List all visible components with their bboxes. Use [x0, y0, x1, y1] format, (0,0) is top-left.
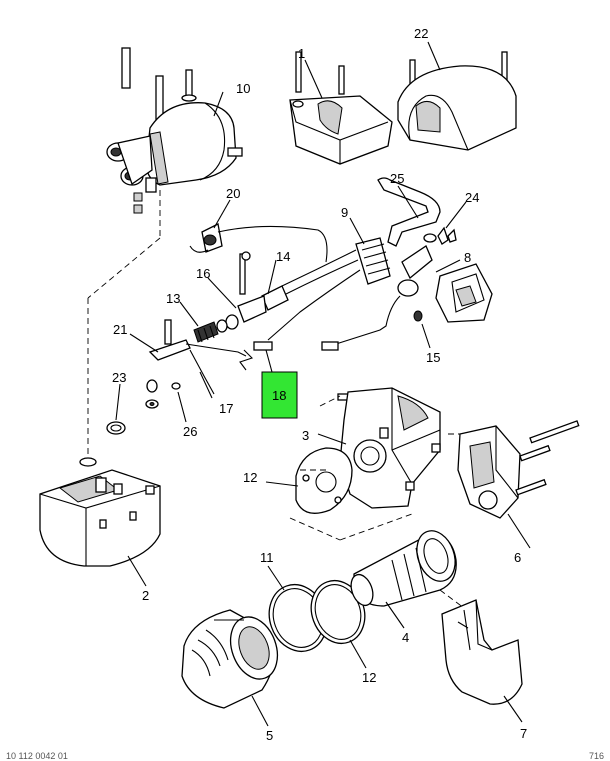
callout-26: 26: [183, 424, 197, 439]
part-23-26-hardware[interactable]: [106, 379, 181, 435]
part-15-14-harness[interactable]: [216, 285, 289, 333]
part-10-motor[interactable]: [106, 47, 243, 214]
callout-14: 16: [196, 266, 210, 281]
callout-20: 20: [226, 186, 240, 201]
part-16-spring[interactable]: [193, 321, 219, 343]
part-9-plug[interactable]: [267, 237, 391, 341]
callout-2: 2: [142, 588, 149, 603]
footer-page-number: 716: [588, 751, 604, 761]
part-7-cover[interactable]: [441, 599, 523, 705]
callout-3: 3: [302, 428, 309, 443]
callout-15: 14: [276, 249, 290, 264]
highlight-part-18[interactable]: [261, 371, 298, 419]
part-12-gasket-upper[interactable]: [295, 447, 353, 514]
footer-drawing-id: 10 112 0042 01: [6, 751, 68, 761]
callout-5: 5: [266, 728, 273, 743]
callout-4: 4: [402, 630, 409, 645]
part-24-clips[interactable]: [423, 226, 457, 245]
callout-12-upper: 12: [243, 470, 257, 485]
callout-11: 11: [260, 550, 274, 565]
callout-9: 9: [341, 205, 348, 220]
callout-18: 18: [272, 388, 286, 403]
callout-8: 8: [464, 250, 471, 265]
part-5-burner[interactable]: [181, 609, 286, 709]
part-25-tube[interactable]: [377, 177, 441, 247]
part-22-cover[interactable]: [397, 51, 517, 151]
callout-21: 21: [113, 322, 127, 337]
callout-6: 6: [514, 550, 521, 565]
part-2-base[interactable]: [39, 457, 161, 567]
part-20-connector[interactable]: [189, 223, 328, 295]
callout-7: 7: [520, 726, 527, 741]
callout-10: 10: [236, 81, 250, 96]
callout-12-lower: 12: [362, 670, 376, 685]
part-6-housing[interactable]: [457, 420, 580, 519]
callout-24: 24: [465, 190, 479, 205]
part-8-sensor[interactable]: [321, 245, 493, 351]
callout-25: 25: [390, 171, 404, 186]
part-1-housing[interactable]: [289, 51, 393, 165]
callout-13: 15: [426, 350, 440, 365]
part-3-housing[interactable]: [337, 387, 441, 509]
callout-23: 23: [112, 370, 126, 385]
part-4-tube[interactable]: [347, 525, 462, 608]
callout-22: 22: [414, 26, 428, 41]
callout-17: 17: [219, 401, 233, 416]
callout-1: 1: [298, 46, 305, 61]
part-21-bracket[interactable]: [148, 319, 273, 395]
callout-16: 13: [166, 291, 180, 306]
